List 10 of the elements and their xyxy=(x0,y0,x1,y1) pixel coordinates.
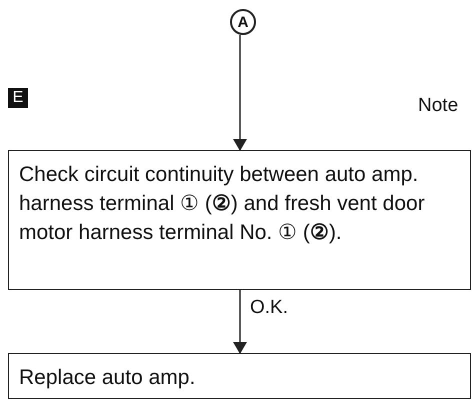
note-label: Note xyxy=(418,95,458,117)
section-mark: E xyxy=(8,88,28,108)
step-text: Replace auto amp. xyxy=(19,366,196,389)
edge-label: O.K. xyxy=(250,297,288,319)
process-box xyxy=(8,150,471,290)
arrow xyxy=(233,35,247,151)
process-box xyxy=(8,353,471,399)
arrow xyxy=(233,290,247,354)
step-text: Check circuit continuity between auto amp. harness terminal ① (②) and fresh vent door motor harness terminal No. ① (②). xyxy=(19,163,425,244)
connector-circle: A xyxy=(230,9,256,35)
